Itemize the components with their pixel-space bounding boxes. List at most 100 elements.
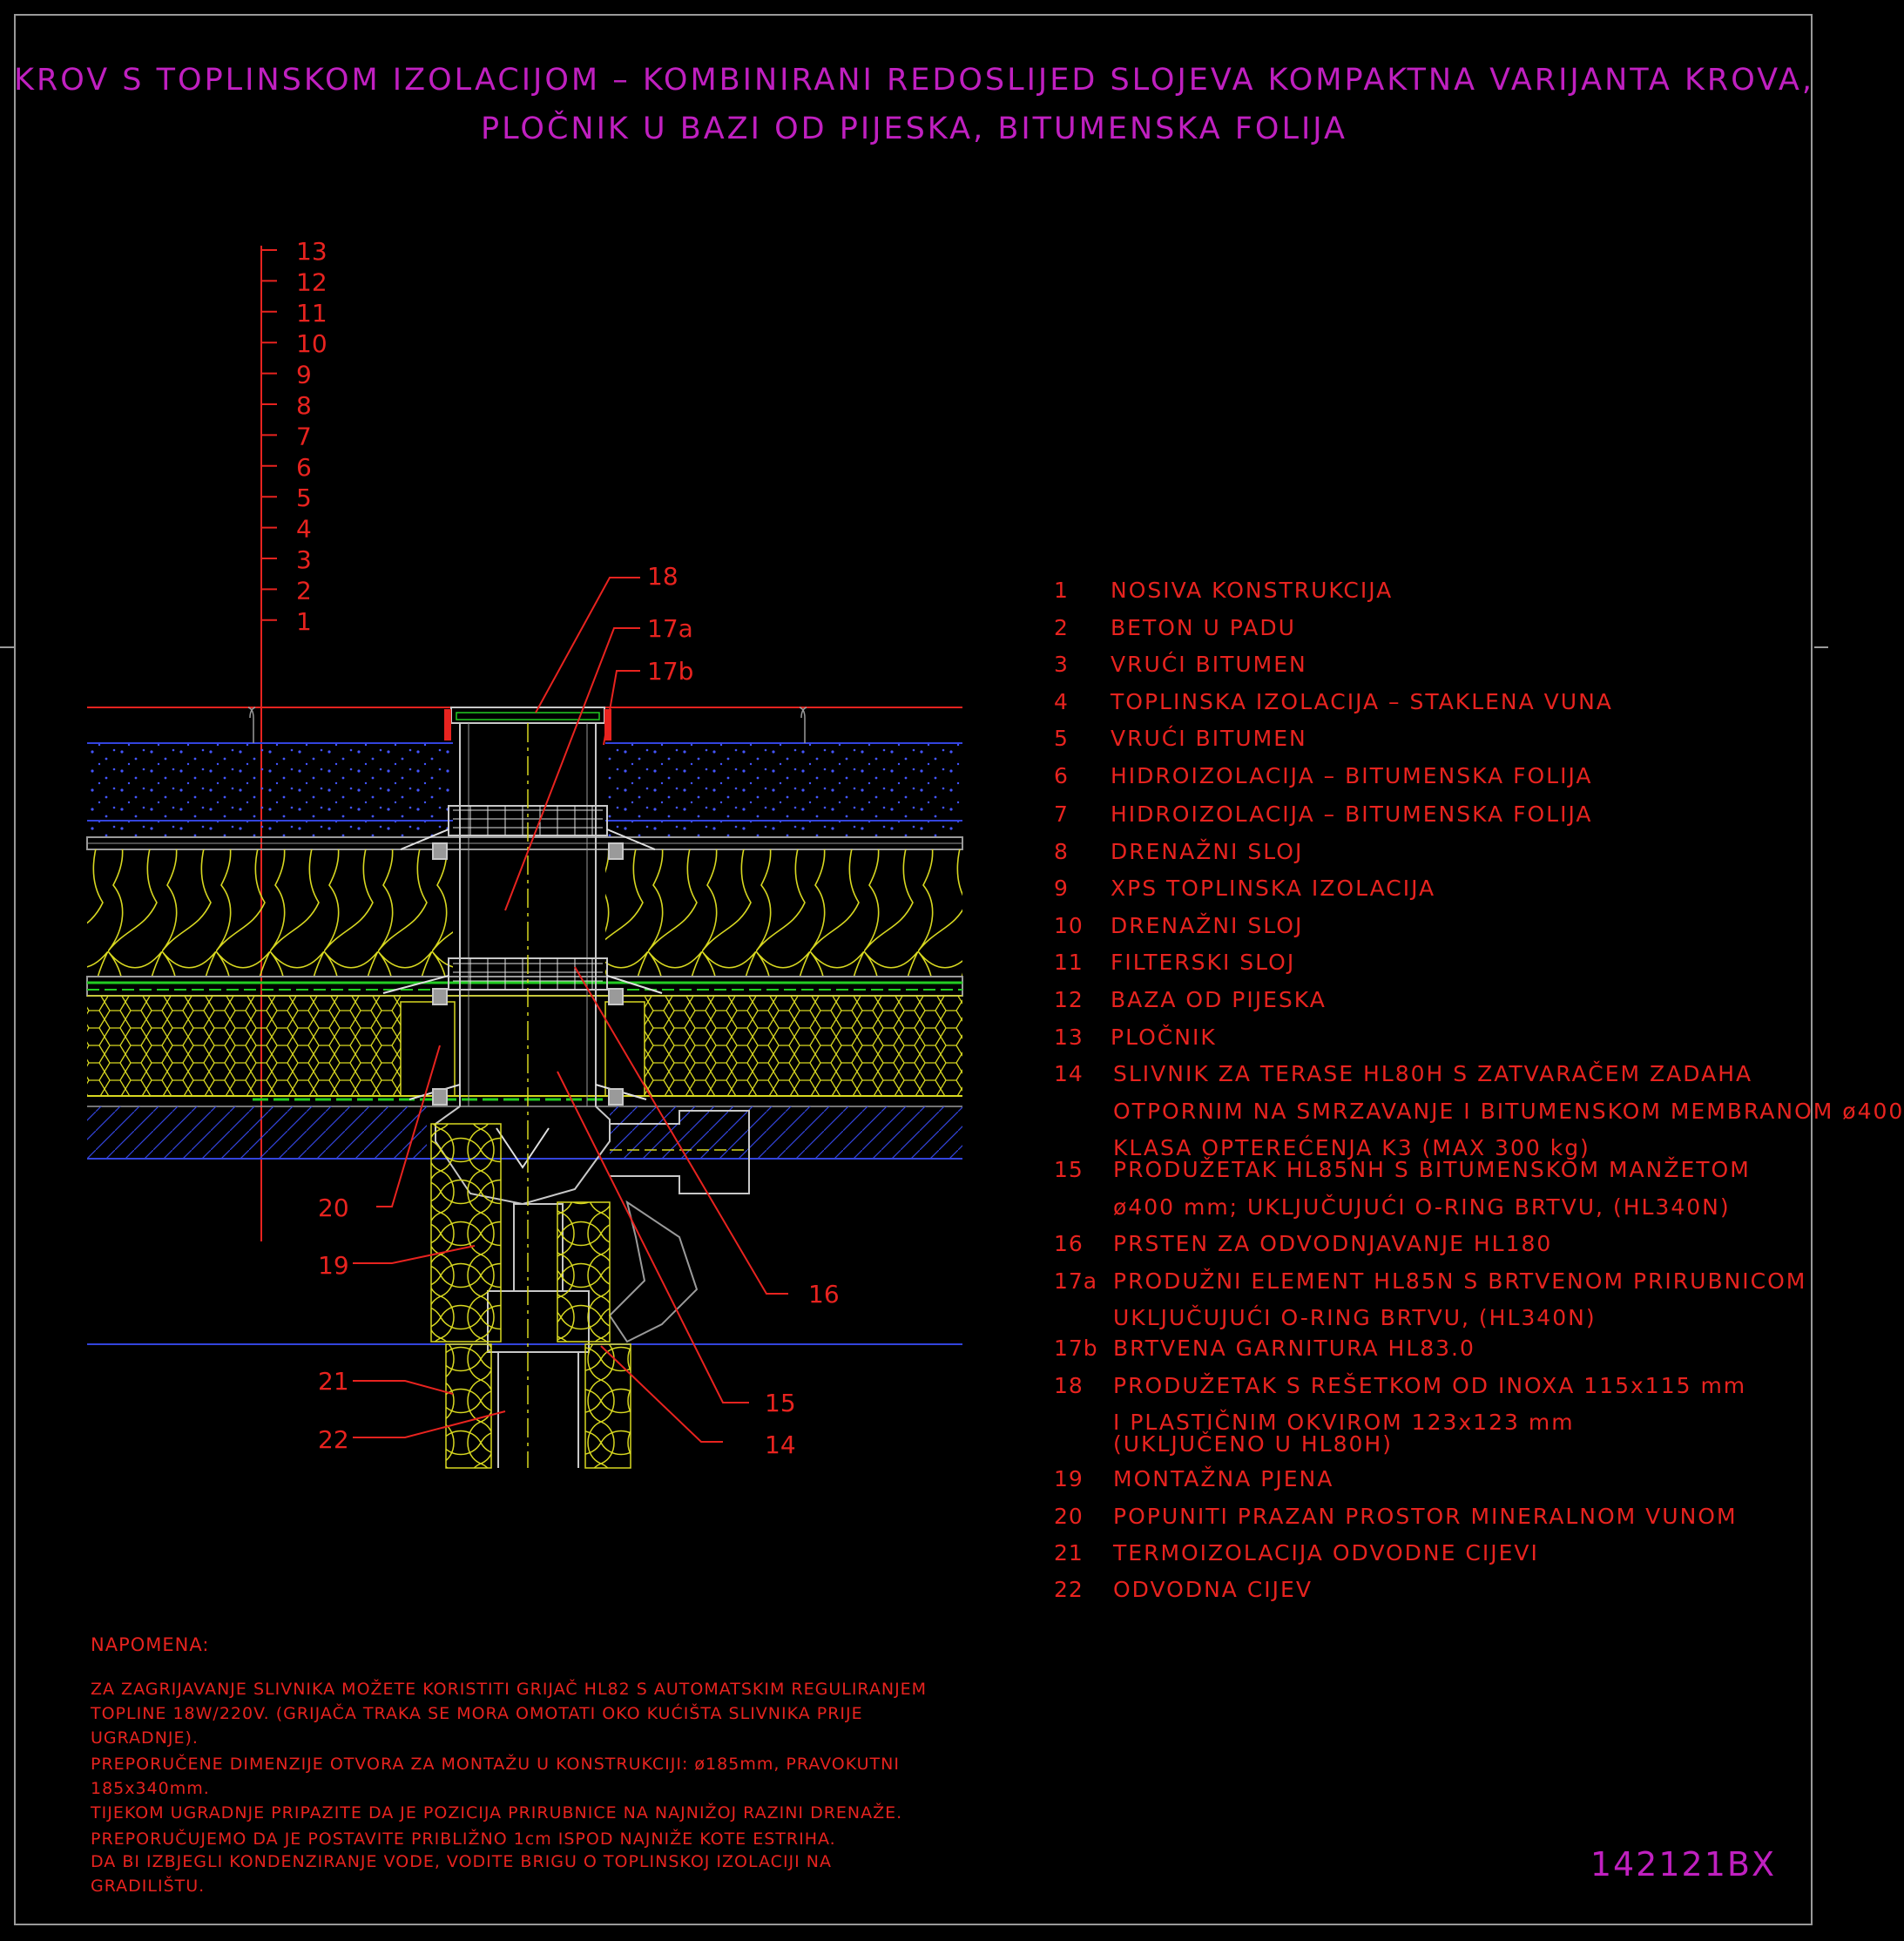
legend-number: 15 xyxy=(1054,1157,1084,1182)
legend-number: 16 xyxy=(1054,1231,1084,1256)
legend-text: PRODUŽETAK S REŠETKOM OD INOXA 115x115 m… xyxy=(1113,1373,1747,1398)
frame-tick-right xyxy=(1814,646,1828,648)
legend-text: KLASA OPTEREĆENJA K3 (MAX 300 kg) xyxy=(1113,1135,1590,1160)
legend-number: 17a xyxy=(1054,1268,1098,1294)
callout-20: 20 xyxy=(318,1194,349,1222)
callout-14: 14 xyxy=(765,1430,796,1459)
legend-text: POPUNITI PRAZAN PROSTOR MINERALNOM VUNOM xyxy=(1113,1504,1738,1529)
legend-text: DRENAŽNI SLOJ xyxy=(1111,839,1304,864)
legend-text: (UKLJUČENO U HL80H) xyxy=(1113,1431,1393,1457)
sand-base-right xyxy=(605,743,962,837)
layer-scale-label: 12 xyxy=(296,267,327,296)
sloped-concrete-right xyxy=(610,1106,962,1159)
legend-number: 2 xyxy=(1054,615,1069,640)
legend-text: SLIVNIK ZA TERASE HL80H S ZATVARAČEM ZAD… xyxy=(1113,1061,1753,1086)
notes-heading: NAPOMENA: xyxy=(91,1634,210,1655)
legend-number: 19 xyxy=(1054,1466,1084,1491)
notes-line: PREPORUČENE DIMENZIJE OTVORA ZA MONTAŽU … xyxy=(91,1755,900,1774)
pipe-insulation-right xyxy=(584,1343,631,1469)
legend-text: HIDROIZOLACIJA – BITUMENSKA FOLIJA xyxy=(1111,801,1593,827)
legend-text: BAZA OD PIJESKA xyxy=(1111,987,1327,1012)
legend-text: ø400 mm; UKLJUČUJUĆI O-RING BRTVU, (HL34… xyxy=(1113,1194,1731,1220)
glass-wool-right xyxy=(645,996,962,1096)
callout-15: 15 xyxy=(765,1389,796,1417)
notes-line: UGRADNJE). xyxy=(91,1728,199,1748)
drainage-filter-upper xyxy=(86,836,963,850)
legend-number: 7 xyxy=(1054,801,1069,827)
glass-wool-left xyxy=(87,996,401,1096)
layer-scale-label: 11 xyxy=(296,299,327,328)
legend-number: 21 xyxy=(1054,1540,1084,1566)
waterproofing-layers xyxy=(86,976,963,997)
callout-16: 16 xyxy=(808,1280,840,1309)
legend-number: 11 xyxy=(1054,950,1084,975)
notes-line: 185x340mm. xyxy=(91,1779,210,1798)
layer-scale-label: 8 xyxy=(296,391,312,420)
title-line-2: PLOČNIK U BAZI OD PIJESKA, BITUMENSKA FO… xyxy=(481,112,1347,146)
title-line-1: KROV S TOPLINSKOM IZOLACIJOM – KOMBINIRA… xyxy=(14,63,1814,98)
legend-number: 6 xyxy=(1054,763,1069,788)
legend-number: 8 xyxy=(1054,839,1069,864)
legend-text: TOPLINSKA IZOLACIJA – STAKLENA VUNA xyxy=(1111,689,1613,714)
xps-insulation-right xyxy=(605,849,962,977)
callout-19: 19 xyxy=(318,1251,349,1280)
legend-text: I PLASTIČNIM OKVIROM 123x123 mm xyxy=(1113,1410,1575,1435)
legend-number: 5 xyxy=(1054,726,1069,751)
legend-text: PRODUŽETAK HL85NH S BITUMENSKOM MANŽETOM xyxy=(1113,1157,1751,1182)
notes-line: DA BI IZBJEGLI KONDENZIRANJE VODE, VODIT… xyxy=(91,1852,832,1871)
legend-number: 14 xyxy=(1054,1061,1084,1086)
callout-labels: 18 17a 17b 16 15 14 20 19 21 22 xyxy=(318,562,840,1459)
legend-text: BRTVENA GARNITURA HL83.0 xyxy=(1113,1336,1475,1361)
sloped-concrete-left xyxy=(87,1106,427,1159)
layer-scale-label: 4 xyxy=(296,515,312,544)
layer-scale-label: 5 xyxy=(296,484,312,512)
legend-text: BETON U PADU xyxy=(1111,615,1296,640)
legend-number: 20 xyxy=(1054,1504,1084,1529)
leader-lines xyxy=(353,577,788,1443)
layer-scale-label: 3 xyxy=(296,545,312,574)
callout-17b: 17b xyxy=(647,657,693,686)
legend-number: 18 xyxy=(1054,1373,1084,1398)
legend-text: VRUĆI BITUMEN xyxy=(1111,652,1307,677)
notes-line: ZA ZAGRIJAVANJE SLIVNIKA MOŽETE KORISTIT… xyxy=(91,1680,928,1699)
drawing-frame xyxy=(14,14,1813,1925)
layer-scale-label: 7 xyxy=(296,422,312,450)
notes-line: PREPORUČUJEMO DA JE POSTAVITE PRIBLIŽNO … xyxy=(91,1829,836,1849)
legend-text: HIDROIZOLACIJA – BITUMENSKA FOLIJA xyxy=(1111,763,1593,788)
legend-text: VRUĆI BITUMEN xyxy=(1111,726,1307,751)
layer-scale-label: 2 xyxy=(296,576,312,605)
legend-number: 9 xyxy=(1054,876,1069,901)
legend-text: NOSIVA KONSTRUKCIJA xyxy=(1111,578,1394,603)
drawing-code: 142121BX xyxy=(1590,1845,1776,1884)
legend-number: 10 xyxy=(1054,913,1084,938)
legend-number: 1 xyxy=(1054,578,1069,603)
legend-text: PLOČNIK xyxy=(1111,1025,1217,1050)
legend-number: 3 xyxy=(1054,652,1069,677)
frame-tick-left xyxy=(0,646,14,648)
mounting-foam-left xyxy=(430,1123,502,1342)
notes-line: TOPLINE 18W/220V. (GRIJAČA TRAKA SE MORA… xyxy=(91,1704,863,1723)
notes-line: GRADILIŠTU. xyxy=(91,1877,206,1896)
legend-number: 17b xyxy=(1054,1336,1098,1361)
legend-number: 4 xyxy=(1054,689,1069,714)
callout-22: 22 xyxy=(318,1425,349,1454)
layer-scale-label: 1 xyxy=(296,607,312,636)
legend-text: FILTERSKI SLOJ xyxy=(1111,950,1296,975)
layer-scale-label: 13 xyxy=(296,237,327,266)
xps-insulation-left xyxy=(87,849,453,977)
mounting-foam-right xyxy=(557,1201,611,1342)
legend-text: OTPORNIM NA SMRZAVANJE I BITUMENSKOM MEM… xyxy=(1113,1099,1904,1124)
callout-21: 21 xyxy=(318,1367,349,1396)
legend-number: 12 xyxy=(1054,987,1084,1012)
legend-text: PRODUŽNI ELEMENT HL85N S BRTVENOM PRIRUB… xyxy=(1113,1268,1807,1294)
legend-text: XPS TOPLINSKA IZOLACIJA xyxy=(1111,876,1436,901)
legend-number: 22 xyxy=(1054,1577,1084,1602)
callout-18: 18 xyxy=(647,562,679,591)
layer-scale-label: 6 xyxy=(296,453,312,482)
pipe-insulation-left xyxy=(445,1343,492,1469)
layer-scale-label: 10 xyxy=(296,329,327,358)
sand-base-left xyxy=(87,743,453,837)
notes-line: TIJEKOM UGRADNJE PRIPAZITE DA JE POZICIJ… xyxy=(91,1803,903,1823)
